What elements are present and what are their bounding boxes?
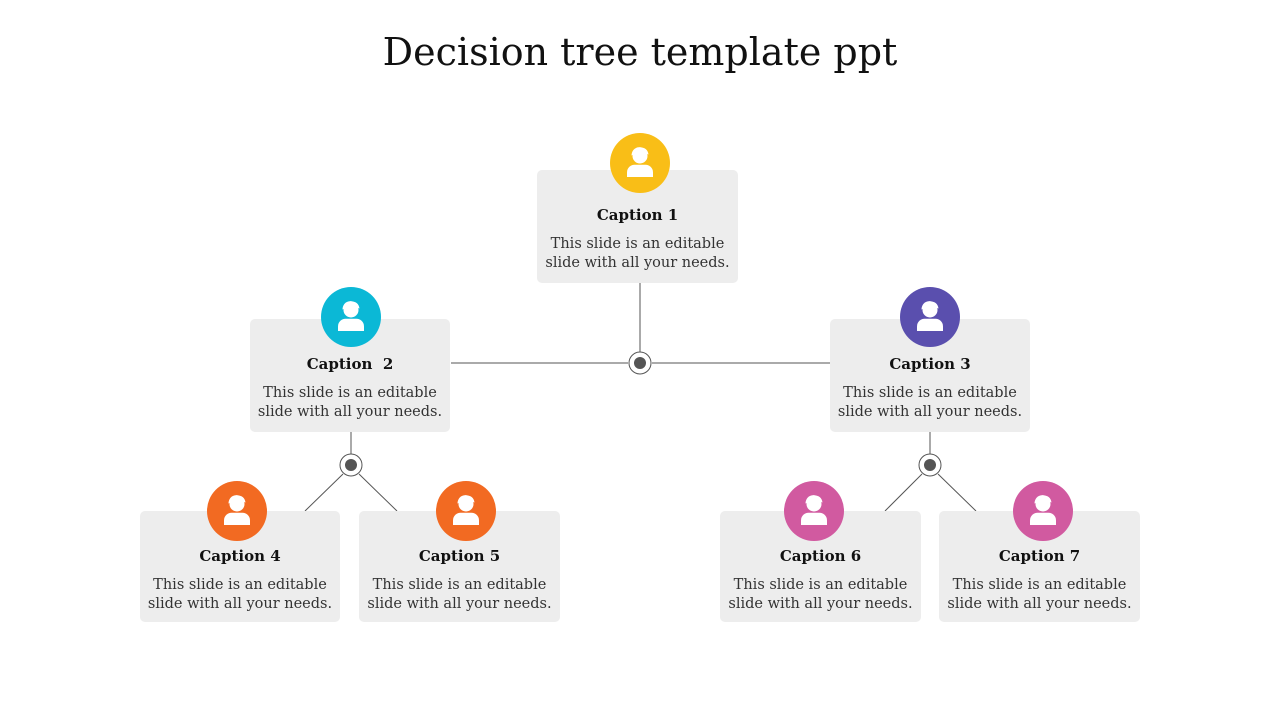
node-title: Caption 5	[418, 547, 501, 565]
connector-left-branch-a	[304, 473, 344, 512]
junction-dot-icon	[339, 453, 363, 477]
node-description-line: slide with all your needs.	[837, 404, 1023, 420]
node-caption-7: Caption 7 This slide is an editable slid…	[939, 511, 1140, 622]
node-description-line: slide with all your needs.	[545, 255, 730, 271]
user-avatar-icon	[207, 481, 267, 541]
connector-right-branch-b	[937, 473, 977, 512]
node-description-line: slide with all your needs.	[367, 596, 552, 612]
node-description-line: slide with all your needs.	[947, 596, 1132, 612]
node-description: This slide is an editable slide with all…	[830, 384, 1030, 422]
user-avatar-icon	[784, 481, 844, 541]
node-caption-5: Caption 5 This slide is an editable slid…	[359, 511, 560, 622]
node-title: Caption 4	[199, 547, 281, 565]
junction-dot-icon	[628, 351, 652, 375]
node-title: Caption 7	[998, 547, 1081, 565]
user-avatar-icon	[436, 481, 496, 541]
node-description-line: This slide is an editable	[952, 577, 1127, 593]
node-title: Caption 1	[596, 206, 679, 224]
node-description: This slide is an editable slide with all…	[720, 576, 921, 614]
node-title: Caption 3	[889, 355, 971, 373]
connector-right-branch-a	[884, 473, 923, 512]
node-description-line: This slide is an editable	[372, 577, 547, 593]
node-description: This slide is an editable slide with all…	[140, 576, 340, 614]
node-description-line: slide with all your needs.	[728, 596, 913, 612]
user-avatar-icon	[610, 133, 670, 193]
node-description: This slide is an editable slide with all…	[537, 235, 738, 273]
user-avatar-icon	[1013, 481, 1073, 541]
node-description-line: slide with all your needs.	[147, 596, 333, 612]
user-avatar-icon	[321, 287, 381, 347]
node-title: Caption 6	[779, 547, 862, 565]
node-description-line: This slide is an editable	[153, 577, 327, 593]
node-description-line: This slide is an editable	[550, 236, 725, 252]
connector-left-branch-b	[358, 473, 398, 512]
node-description-line: This slide is an editable	[733, 577, 908, 593]
slide-title: Decision tree template ppt	[382, 30, 898, 74]
node-title: Caption 2	[306, 355, 394, 373]
node-description-line: slide with all your needs.	[257, 404, 443, 420]
user-avatar-icon	[900, 287, 960, 347]
node-description: This slide is an editable slide with all…	[250, 384, 450, 422]
junction-dot-icon	[918, 453, 942, 477]
node-description: This slide is an editable slide with all…	[939, 576, 1140, 614]
node-description-line: This slide is an editable	[843, 385, 1017, 401]
node-description: This slide is an editable slide with all…	[359, 576, 560, 614]
node-description-line: This slide is an editable	[263, 385, 437, 401]
